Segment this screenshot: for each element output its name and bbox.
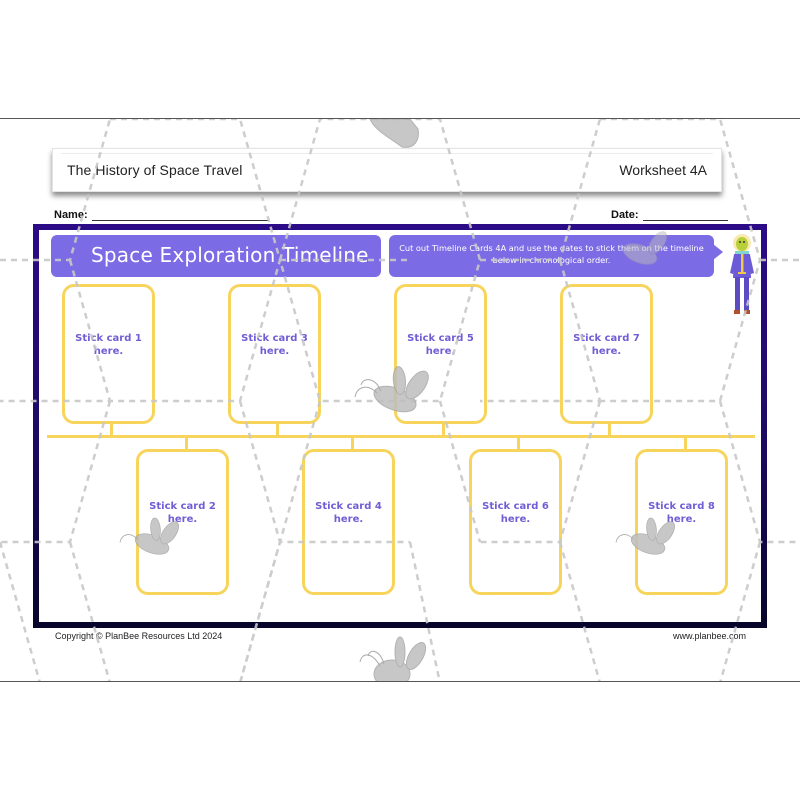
date-field[interactable] (643, 220, 728, 221)
worksheet-page: The History of Space Travel Worksheet 4A… (0, 118, 800, 682)
worksheet-header: The History of Space Travel Worksheet 4A (52, 148, 722, 192)
date-label: Date: (611, 209, 639, 221)
instruction-line-2: below in chronological order. (492, 255, 611, 265)
worksheet-title: The History of Space Travel (67, 162, 243, 178)
instruction-line-1: Cut out Timeline Cards 4A and use the da… (399, 243, 704, 253)
alien-astronaut-icon (730, 234, 754, 314)
name-field[interactable] (92, 220, 269, 221)
copyright-text: Copyright © PlanBee Resources Ltd 2024 (55, 631, 223, 641)
worksheet-number: Worksheet 4A (619, 162, 707, 178)
timeline-frame: Space Exploration Timeline Cut out Timel… (33, 224, 767, 628)
website-link[interactable]: www.planbee.com (672, 631, 746, 641)
timeline-axis (47, 435, 755, 438)
header-divider (61, 153, 713, 154)
instruction-text: Cut out Timeline Cards 4A and use the da… (397, 242, 706, 266)
name-label: Name: (54, 209, 88, 221)
instruction-bubble: Cut out Timeline Cards 4A and use the da… (389, 235, 723, 277)
title-banner: Space Exploration Timeline (51, 235, 381, 277)
page-title: Space Exploration Timeline (91, 243, 369, 267)
